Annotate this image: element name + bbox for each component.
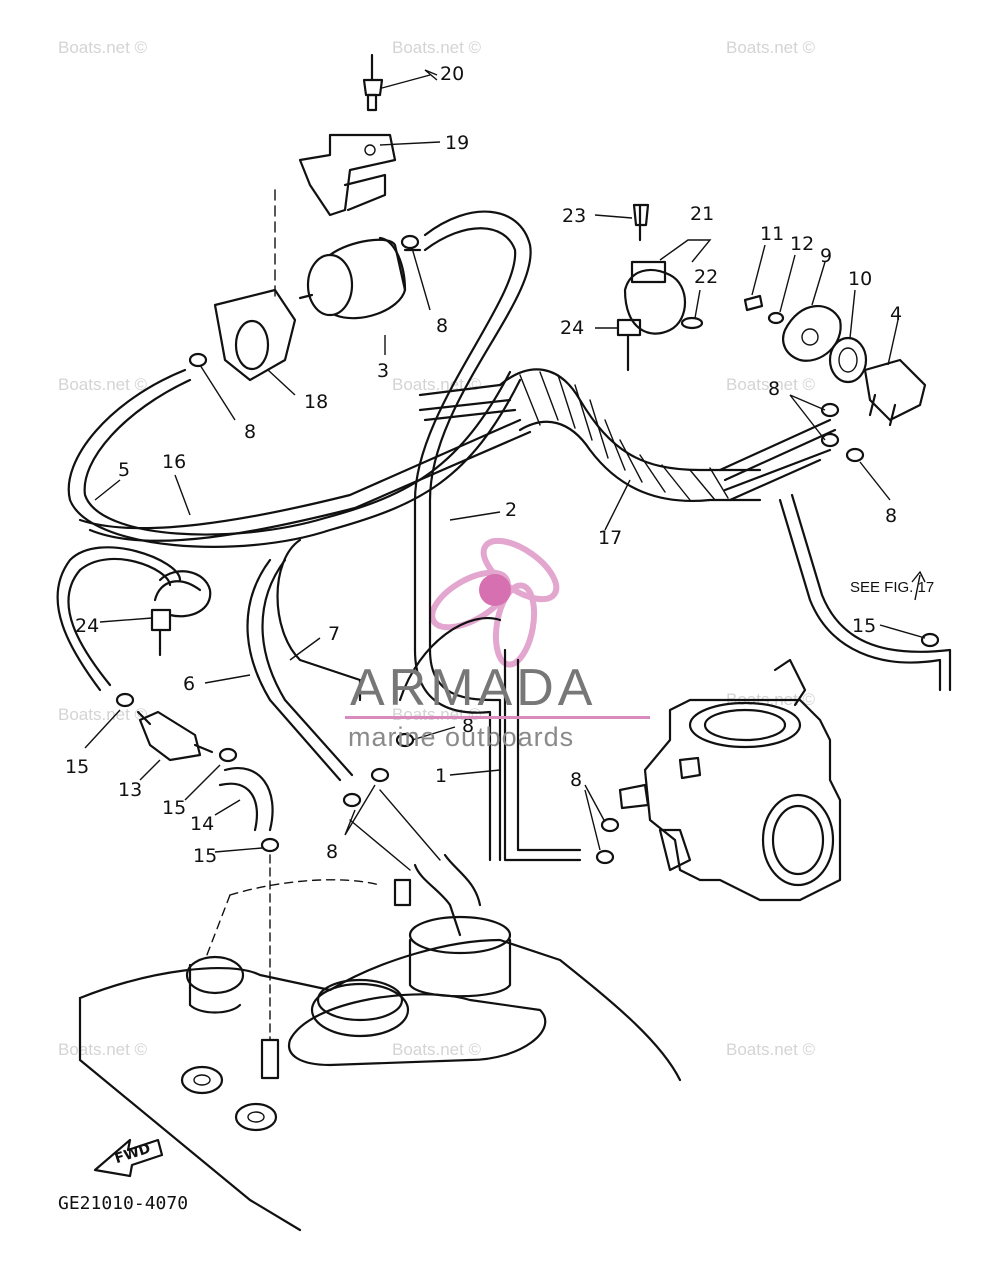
diagram-code: GE21010-4070 [58,1193,189,1214]
strap-24 [150,570,212,657]
callout-14: 14 [190,813,214,835]
sleeve-17 [418,368,837,502]
fuel-filter-3 [298,236,422,320]
armada-logo [429,537,560,668]
bracket-19 [274,133,397,301]
leader-lines [84,69,926,853]
callout-24: 24 [560,317,584,339]
check-valve-13 [115,234,940,907]
callout-1: 1 [435,765,447,787]
callout-2: 2 [505,499,517,521]
callout-15: 15 [193,845,217,867]
watermark: Boats.net © [726,1040,816,1059]
callout-24: 24 [75,615,99,637]
bracket-18 [213,288,297,382]
clamp-21 [616,203,704,372]
callout-15: 15 [65,756,89,778]
callout-13: 13 [118,779,142,801]
callout-15: 15 [852,615,876,637]
callout-18: 18 [304,391,328,413]
callout-15: 15 [162,797,186,819]
callout-17: 17 [598,527,622,549]
fuel-cock-assembly [743,294,927,463]
watermark: Boats.net © [726,375,816,394]
callout-8: 8 [768,378,780,400]
fwd-label: FWD [113,1141,153,1168]
carburetor [618,658,842,902]
callouts: 20 19 3 8 18 8 23 21 22 24 11 12 9 10 4 … [65,63,934,867]
callout-8: 8 [244,421,256,443]
fwd-arrow: FWD [93,1138,164,1178]
brand-tagline: marine outboards [348,722,575,752]
watermark: Boats.net © [392,38,482,57]
watermark: Boats.net © [392,1040,482,1059]
callout-22: 22 [694,266,718,288]
callout-8: 8 [462,715,474,737]
callout-8: 8 [326,841,338,863]
callout-8: 8 [570,769,582,791]
bolt-20 [362,53,384,112]
watermark: Boats.net © [58,375,148,394]
callout-11: 11 [760,223,784,245]
brand-name: ARMADA [350,659,597,717]
callout-5: 5 [118,459,130,481]
see-fig-label: SEE FIG. 17 [850,579,934,596]
callout-19: 19 [445,132,469,154]
callout-20: 20 [440,63,464,85]
callout-3: 3 [377,360,389,382]
grommets [180,1065,278,1132]
watermark: Boats.net © [726,38,816,57]
callout-7: 7 [328,623,340,645]
callout-21: 21 [690,203,714,225]
callout-16: 16 [162,451,186,473]
callout-12: 12 [790,233,814,255]
watermark: Boats.net © [392,705,482,724]
fuel-tank [78,879,682,1232]
watermark: Boats.net © [58,38,148,57]
callout-8: 8 [885,505,897,527]
callout-23: 23 [562,205,586,227]
hoses [56,210,952,1080]
callout-6: 6 [183,673,195,695]
brand-divider [345,716,650,719]
callout-4: 4 [890,303,902,325]
callout-9: 9 [820,245,832,267]
watermark: Boats.net © [58,705,148,724]
callout-8: 8 [436,315,448,337]
callout-10: 10 [848,268,872,290]
